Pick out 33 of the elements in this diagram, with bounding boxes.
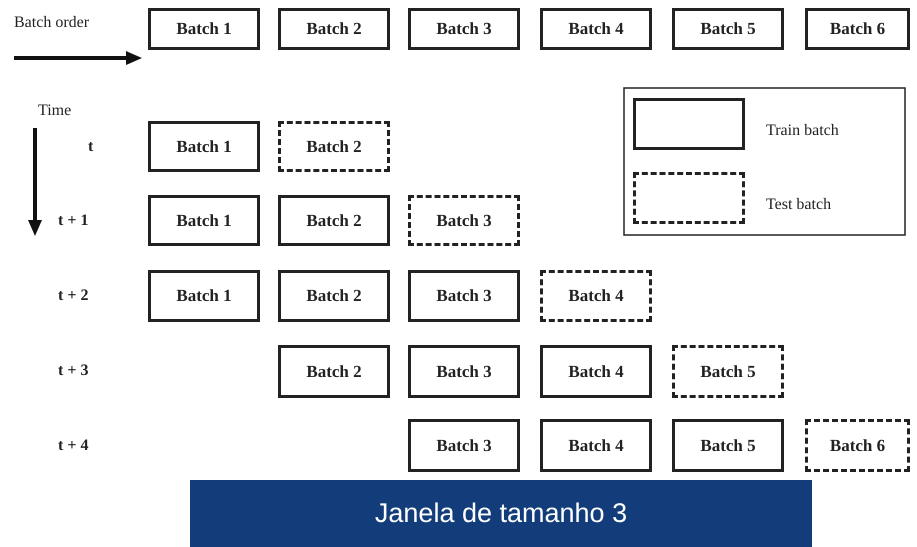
row-header: Batch order xyxy=(14,14,90,32)
train-batch-box: Batch 3 xyxy=(408,419,520,472)
time-step-label: t + 1 xyxy=(58,212,88,230)
train-batch-box: Batch 4 xyxy=(540,419,652,472)
train-batch-box: Batch 3 xyxy=(408,8,520,50)
train-batch-box: Batch 2 xyxy=(278,195,390,246)
train-batch-box: Batch 2 xyxy=(278,345,390,398)
train-batch-box: Batch 1 xyxy=(148,270,260,322)
test-batch-box: Batch 4 xyxy=(540,270,652,322)
train-batch-box: Batch 2 xyxy=(278,8,390,50)
train-batch-box: Batch 2 xyxy=(278,270,390,322)
train-batch-box: Batch 1 xyxy=(148,121,260,172)
train-batch-box: Batch 5 xyxy=(672,8,784,50)
test-batch-box: Batch 6 xyxy=(805,419,910,472)
axis-label: Time xyxy=(38,102,72,120)
test-batch-box: Batch 5 xyxy=(672,345,784,398)
train-batch-box: Batch 6 xyxy=(805,8,910,50)
test-batch-box: Batch 3 xyxy=(408,195,520,246)
train-batch-box: Batch 3 xyxy=(408,345,520,398)
train-batch-box: Batch 1 xyxy=(148,195,260,246)
train-batch-box: Batch 4 xyxy=(540,8,652,50)
time-step-label: t xyxy=(88,138,94,156)
time-step-label: t + 4 xyxy=(58,437,88,455)
test-batch-box: Batch 2 xyxy=(278,121,390,172)
caption-banner: Janela de tamanho 3 xyxy=(190,480,812,547)
legend-label: Train batch xyxy=(766,122,839,140)
legend-label: Test batch xyxy=(766,196,832,214)
time-step-label: t + 2 xyxy=(58,287,88,305)
train-batch-box: Batch 1 xyxy=(148,8,260,50)
time-step-label: t + 3 xyxy=(58,362,88,380)
train-batch-box: Batch 4 xyxy=(540,345,652,398)
train-batch-box: Batch 5 xyxy=(672,419,784,472)
train-batch-box: Batch 3 xyxy=(408,270,520,322)
